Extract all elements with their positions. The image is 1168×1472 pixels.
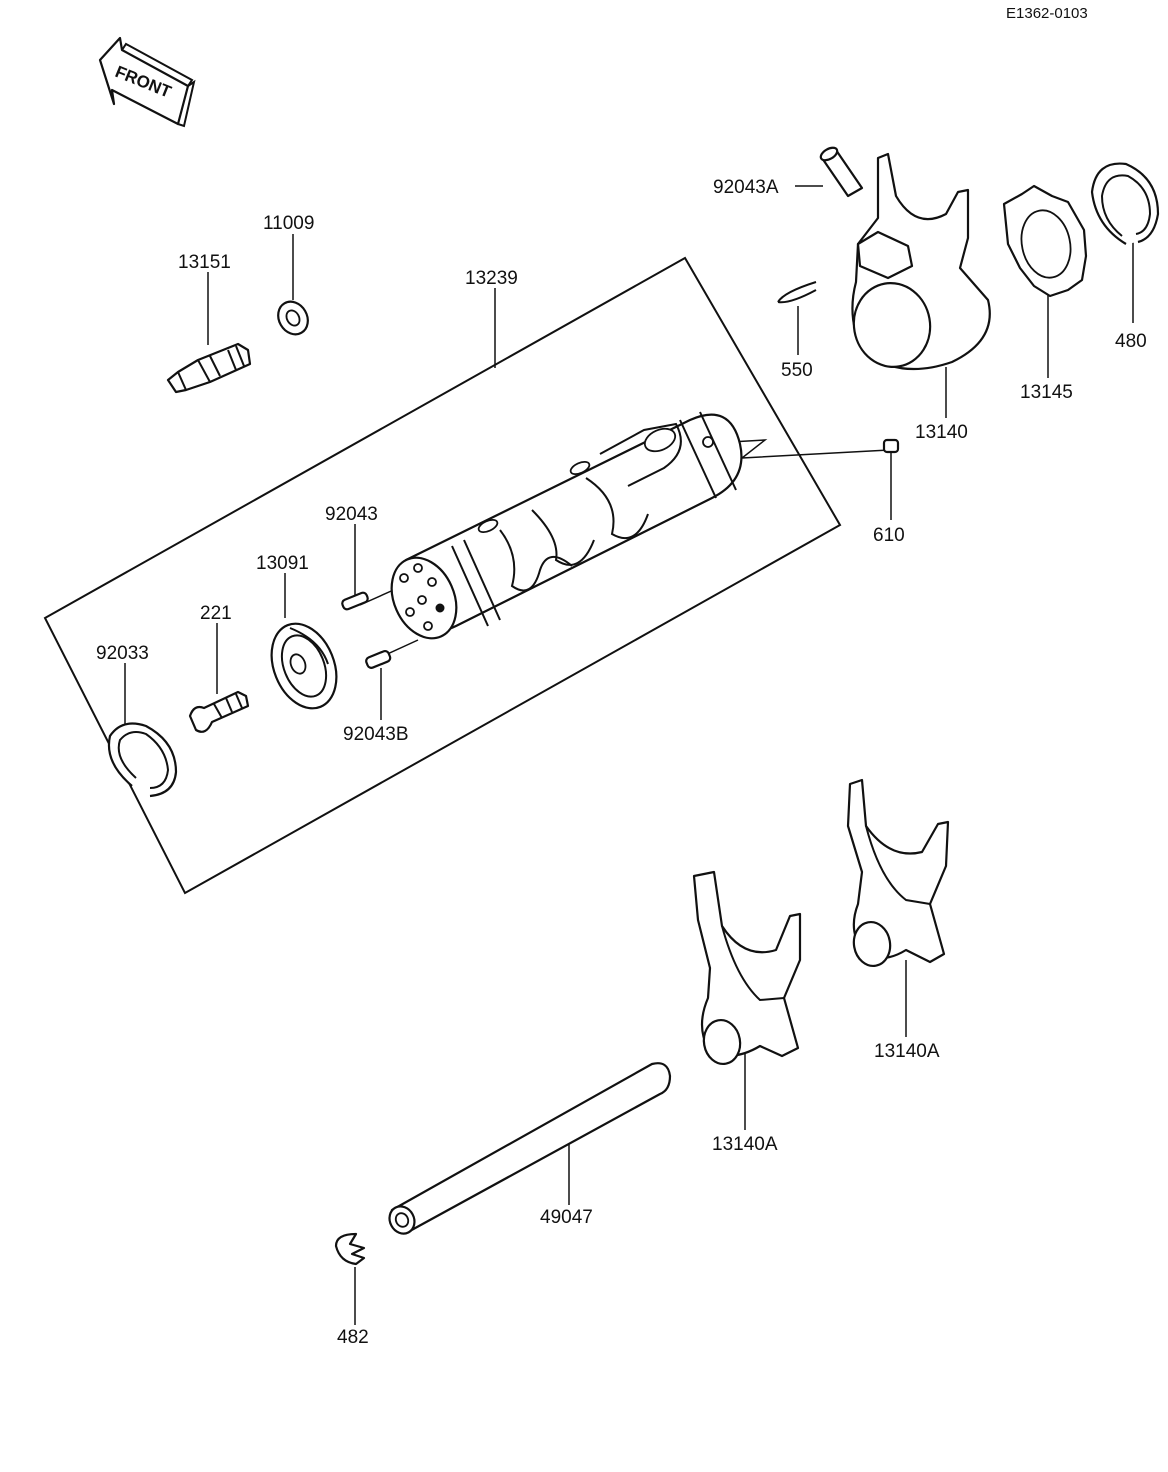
- washer-part: [277, 300, 309, 336]
- label-480: 480: [1115, 331, 1147, 352]
- shift-rod-part: [388, 1062, 672, 1235]
- front-arrow-icon: FRONT: [98, 36, 196, 128]
- label-13239: 13239: [465, 268, 518, 289]
- pin-610-part: [882, 438, 900, 454]
- cam-plate-part: [270, 622, 338, 710]
- label-92043: 92043: [325, 504, 378, 525]
- label-13140A-right: 13140A: [874, 1041, 940, 1062]
- pin-92043A-part: [819, 146, 864, 198]
- shift-fork-13140-part: [851, 152, 991, 371]
- neutral-switch-part: [166, 342, 252, 394]
- label-13145: 13145: [1020, 382, 1073, 403]
- circlip-92033-part: [107, 722, 178, 798]
- label-11009: 11009: [263, 213, 314, 234]
- label-482: 482: [337, 1327, 369, 1348]
- part-labels: 92043A 11009 13151 13239 550 13140 13145…: [96, 177, 1147, 1348]
- e-clip-part: [334, 1232, 366, 1266]
- plate-13145-part: [1002, 184, 1088, 298]
- label-13140A-left: 13140A: [712, 1134, 778, 1155]
- shift-fork-13140A-right-part: [846, 778, 950, 967]
- shift-fork-13140A-left-part: [692, 870, 802, 1065]
- shift-drum-part: [390, 411, 743, 640]
- kit-outline: [43, 256, 842, 895]
- label-49047: 49047: [540, 1207, 593, 1228]
- cotter-pin-part: [777, 281, 817, 304]
- label-550: 550: [781, 360, 813, 381]
- label-92033: 92033: [96, 643, 149, 664]
- label-13091: 13091: [256, 553, 309, 574]
- label-610: 610: [873, 525, 905, 546]
- label-92043A: 92043A: [713, 177, 779, 198]
- leader-lines: [124, 185, 1134, 1325]
- diagram-code: E1362-0103: [1006, 5, 1088, 22]
- screw-221-part: [188, 690, 250, 733]
- label-221: 221: [200, 603, 232, 624]
- pin-92043B-part: [365, 649, 392, 669]
- label-13151: 13151: [178, 252, 231, 273]
- circlip-480-part: [1090, 162, 1160, 245]
- label-13140: 13140: [915, 422, 968, 443]
- pin-92043-part: [341, 591, 369, 611]
- label-92043B: 92043B: [343, 724, 409, 745]
